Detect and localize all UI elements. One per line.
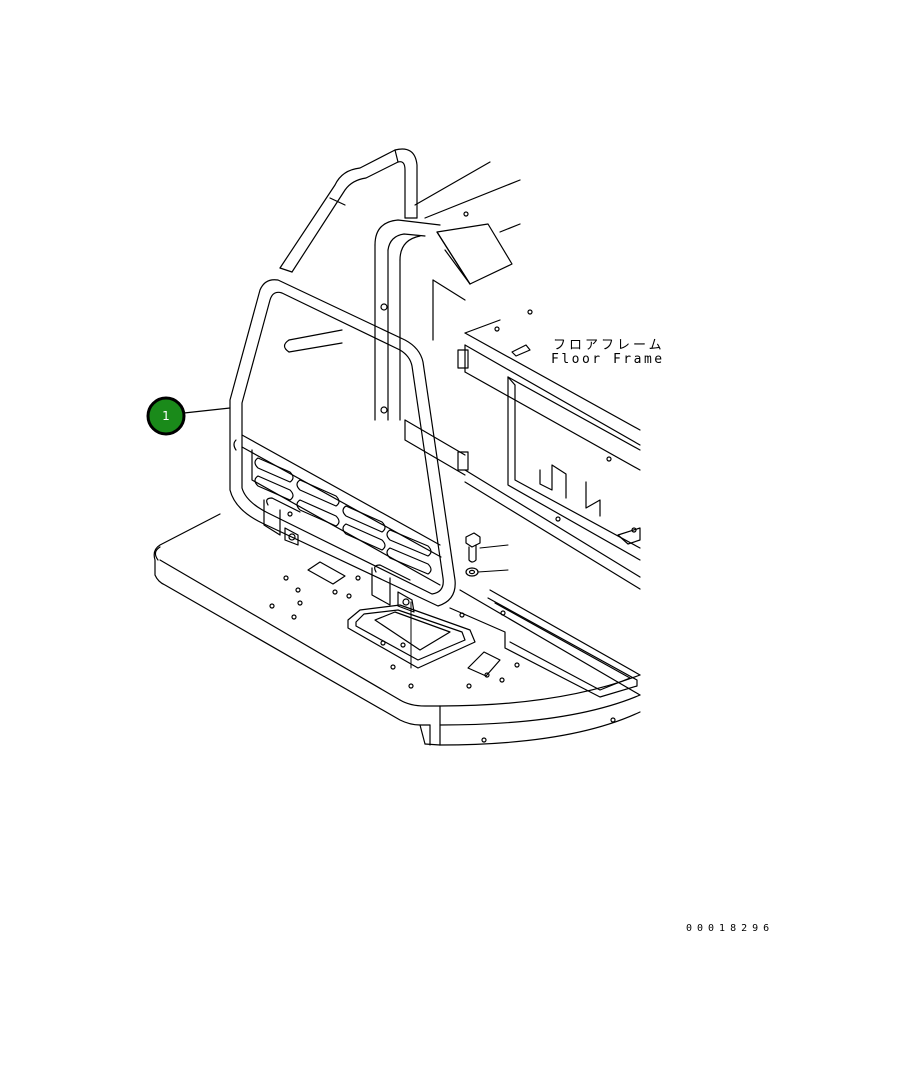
floor-frame	[414, 161, 641, 590]
floor-frame-label-jp: フロアフレーム	[553, 338, 665, 353]
handrail-part	[229, 279, 456, 669]
callout-1-bubble[interactable]	[146, 396, 186, 436]
callout-leader-line	[183, 407, 231, 414]
drawing-id: 00018296	[686, 923, 775, 934]
upper-railing	[279, 148, 466, 476]
callout-1-number: 1	[162, 409, 170, 423]
floor-frame-label-en: Floor Frame	[551, 352, 665, 367]
bolt-and-washer	[465, 532, 509, 577]
step-plate	[153, 511, 641, 746]
